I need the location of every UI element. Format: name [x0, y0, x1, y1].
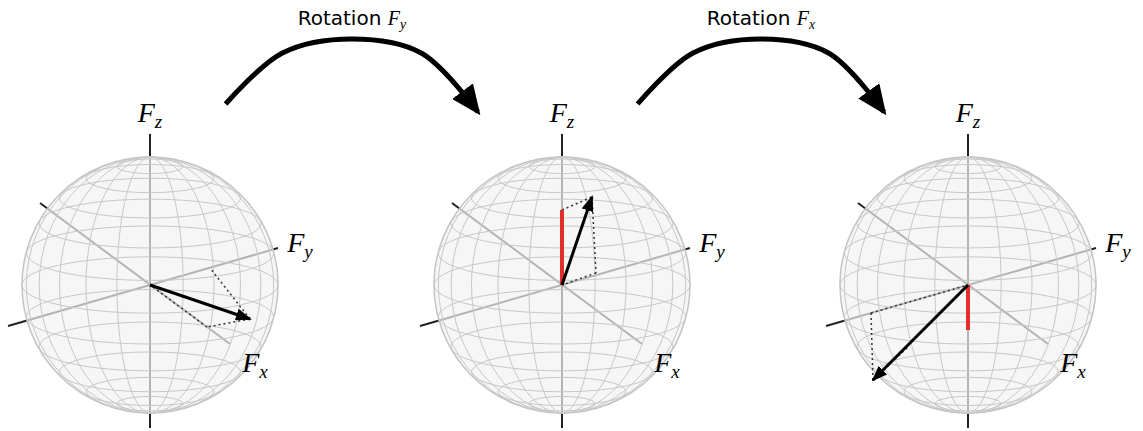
axis-label: Fy — [1105, 229, 1131, 257]
sphere-grid — [22, 157, 278, 413]
bloch-sphere — [826, 134, 1096, 428]
rotation-arrow — [638, 39, 884, 112]
spin-vector — [150, 285, 250, 319]
axis-label: Fy — [287, 229, 313, 257]
projection-line — [207, 319, 250, 327]
axis-label: Fx — [242, 349, 268, 377]
axis-label: Fy — [699, 229, 725, 257]
bloch-sphere — [420, 134, 690, 428]
projection-line — [150, 285, 207, 327]
sphere-grid — [434, 157, 690, 413]
sphere-node: FzFyFx — [828, 100, 1108, 431]
rotation-arrow — [226, 39, 478, 112]
z-component — [966, 285, 970, 330]
sphere — [22, 157, 278, 413]
spin-vector — [873, 285, 968, 380]
axis-label: Fz — [956, 99, 981, 127]
axis-label: Fx — [1060, 349, 1086, 377]
axis-label: Fx — [654, 349, 680, 377]
sphere-node: FzFyFx — [10, 100, 290, 431]
sphere — [840, 157, 1096, 413]
axis-label: Fz — [550, 99, 575, 127]
edge-label: Rotation Fy — [295, 7, 409, 29]
projection-line — [562, 273, 596, 285]
sphere-node: FzFyFx — [422, 100, 702, 431]
z-component — [560, 210, 564, 285]
sphere-grid — [840, 157, 1096, 413]
spin-vector — [562, 197, 592, 285]
axis-label: Fz — [138, 99, 163, 127]
projection-line — [592, 197, 596, 273]
edge-label: Rotation Fx — [704, 7, 818, 29]
bloch-sphere — [8, 134, 278, 428]
projection-line — [871, 313, 873, 380]
sphere — [434, 157, 690, 413]
